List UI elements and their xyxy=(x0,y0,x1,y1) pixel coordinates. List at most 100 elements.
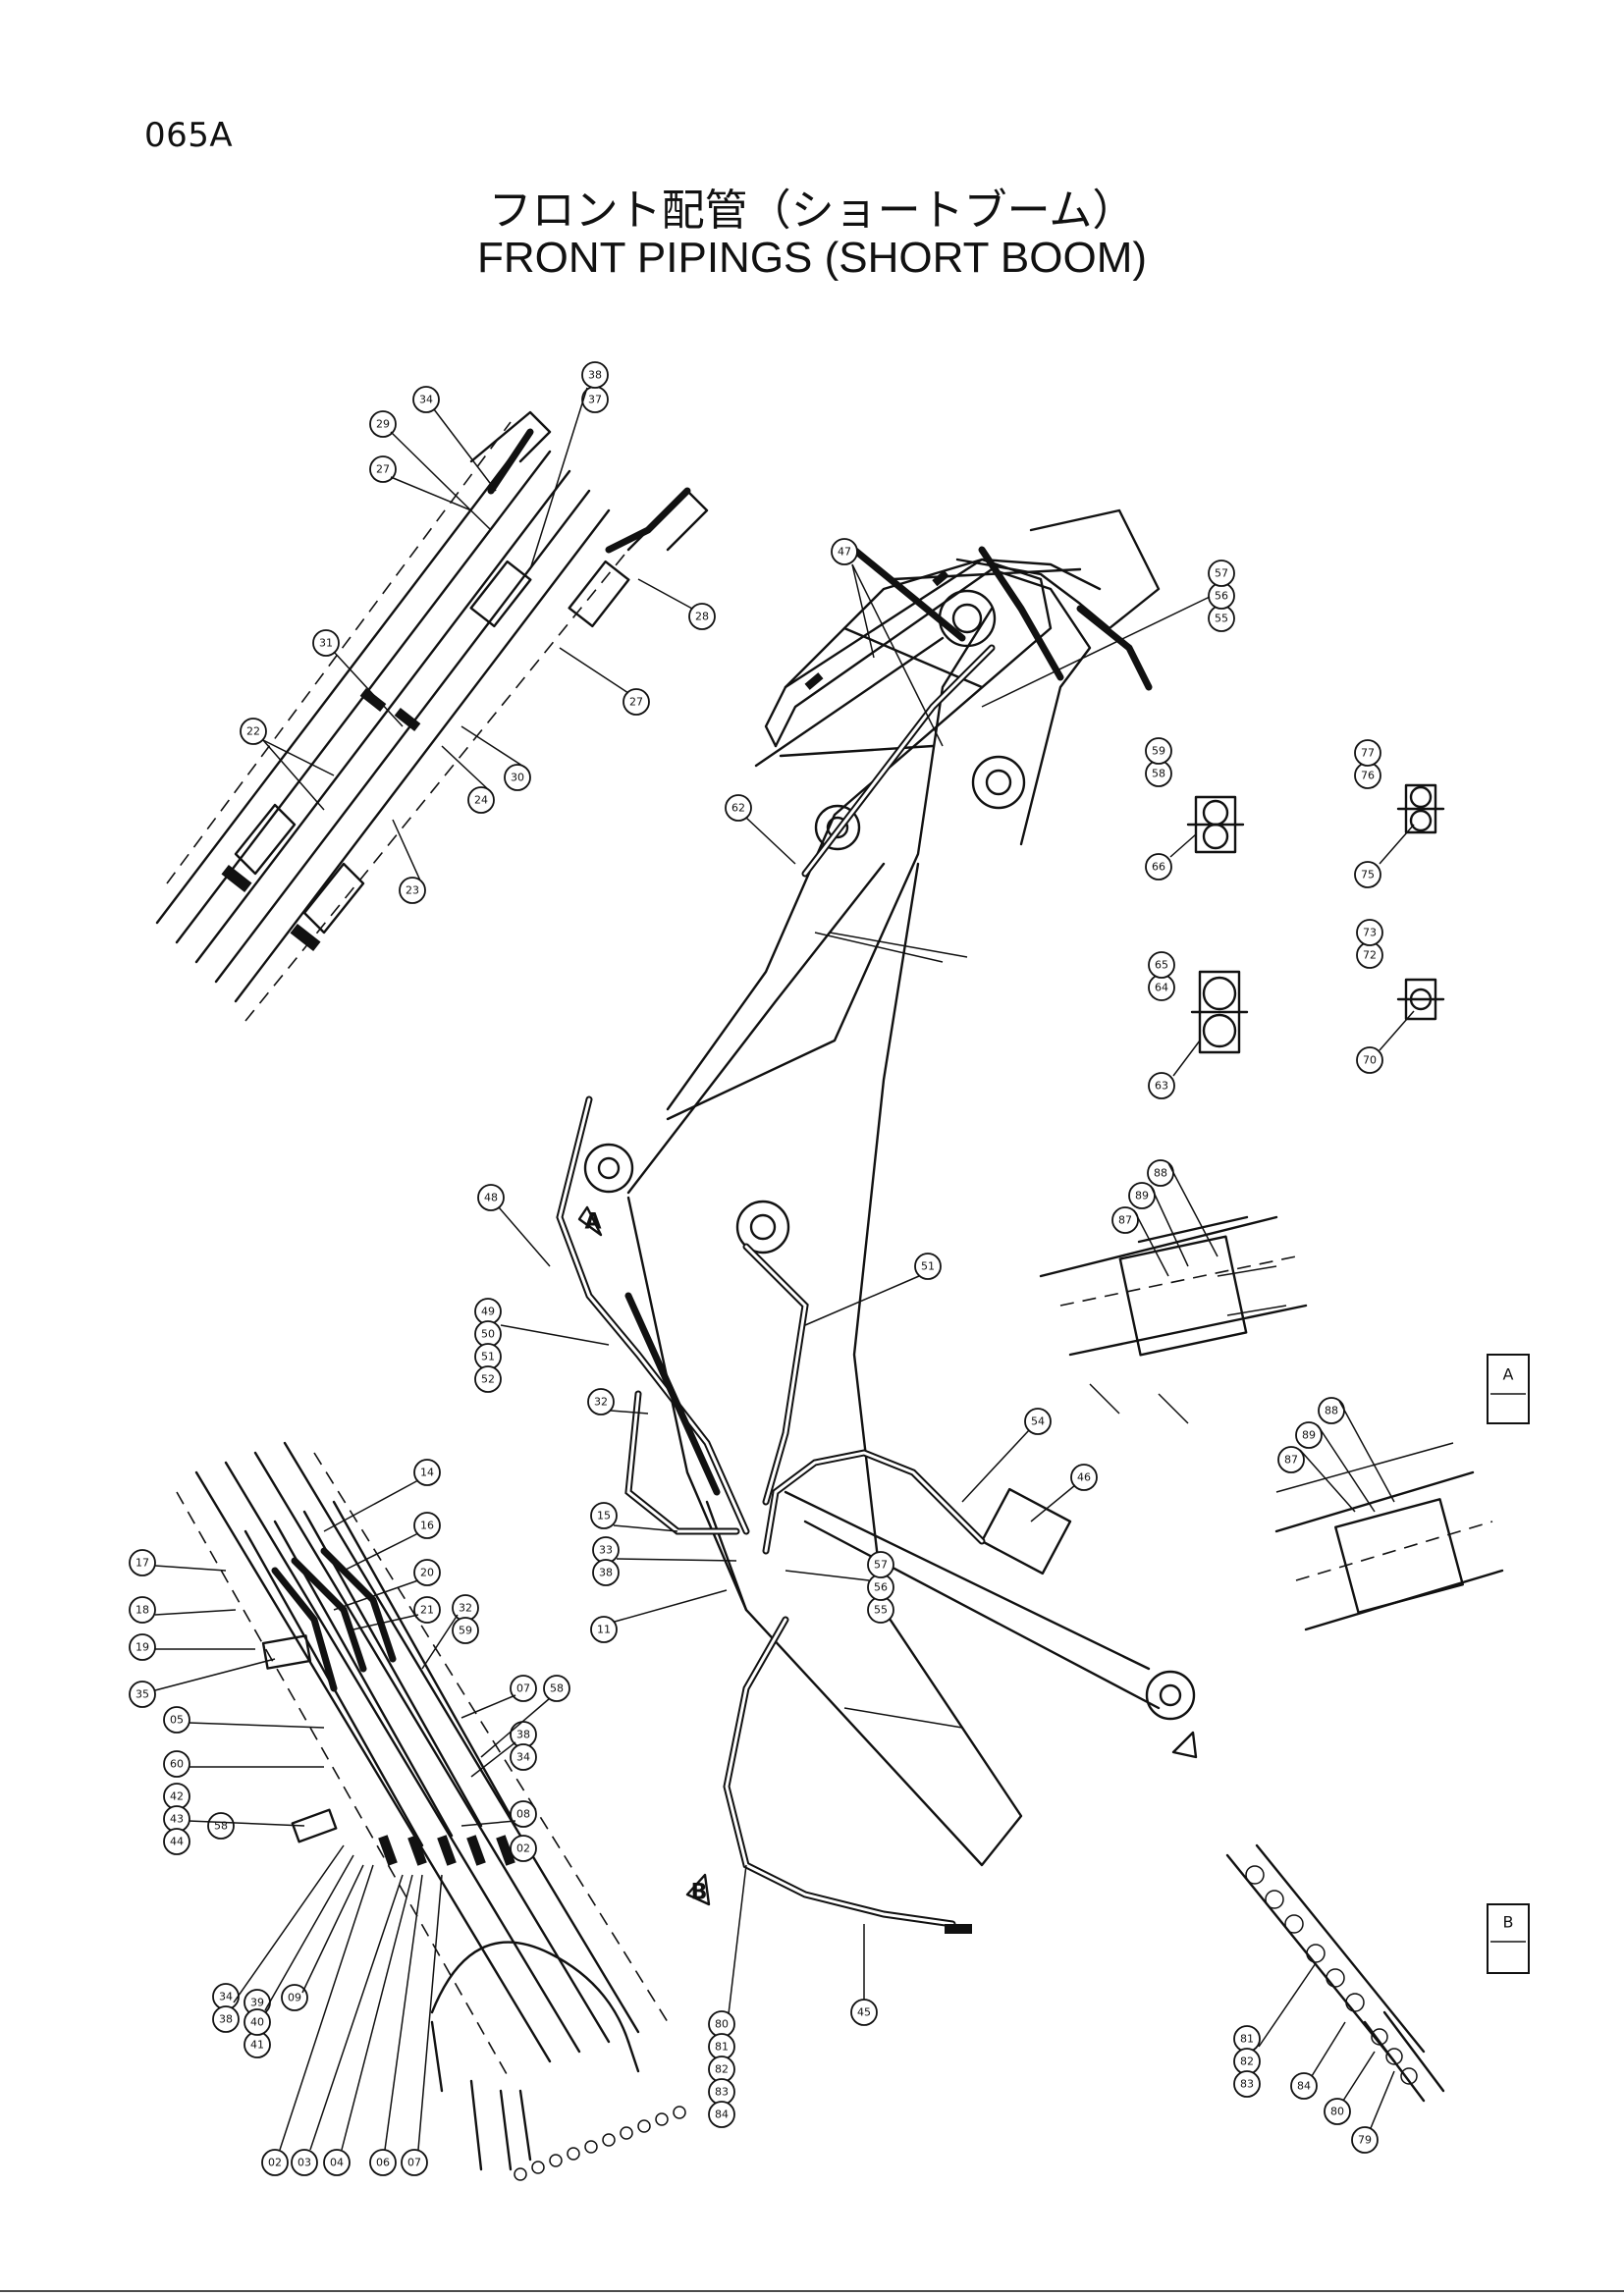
svg-text:32: 32 xyxy=(594,1396,608,1409)
svg-text:58: 58 xyxy=(1152,768,1165,780)
svg-text:17: 17 xyxy=(135,1557,149,1570)
svg-text:66: 66 xyxy=(1152,861,1165,874)
svg-text:70: 70 xyxy=(1363,1054,1377,1067)
part-callout: 52 xyxy=(474,1365,502,1393)
svg-text:02: 02 xyxy=(268,2157,282,2169)
part-callout: 47 xyxy=(831,538,858,565)
svg-text:14: 14 xyxy=(420,1467,434,1479)
svg-text:80: 80 xyxy=(715,2018,729,2031)
part-callout: 43 xyxy=(163,1805,190,1833)
svg-text:29: 29 xyxy=(376,418,390,431)
svg-text:07: 07 xyxy=(516,1682,530,1695)
part-callout: 02 xyxy=(510,1835,537,1862)
part-callout: 27 xyxy=(369,455,397,483)
part-callout: 34 xyxy=(510,1743,537,1771)
svg-text:55: 55 xyxy=(874,1604,888,1617)
clamp-view-4 xyxy=(1396,978,1445,1021)
svg-text:32: 32 xyxy=(459,1602,472,1615)
part-callout: 04 xyxy=(323,2149,351,2176)
svg-text:05: 05 xyxy=(170,1714,184,1727)
title-japanese: フロント配管（ショートブーム） xyxy=(488,186,1136,236)
svg-text:65: 65 xyxy=(1155,959,1168,972)
part-callout: 87 xyxy=(1277,1446,1305,1473)
svg-text:48: 48 xyxy=(484,1192,498,1204)
svg-text:45: 45 xyxy=(857,2006,871,2019)
part-callout: 19 xyxy=(129,1633,156,1661)
part-callout: 83 xyxy=(708,2078,735,2106)
boom-structure xyxy=(583,508,1196,1867)
svg-text:56: 56 xyxy=(874,1581,888,1594)
callout-lower-left: 14 16 17 20 21 18 19 35 32 59 05 07 58 6… xyxy=(129,1459,570,2176)
part-callout: 40 xyxy=(244,2008,271,2036)
svg-text:50: 50 xyxy=(481,1328,495,1341)
svg-text:04: 04 xyxy=(330,2157,344,2169)
part-callout: 38 xyxy=(581,361,609,389)
svg-text:06: 06 xyxy=(376,2157,390,2169)
part-callout: 56 xyxy=(867,1574,894,1601)
clamp-view-2 xyxy=(1396,783,1445,834)
svg-text:49: 49 xyxy=(481,1306,495,1318)
part-callout: 60 xyxy=(163,1750,190,1778)
part-callout: 56 xyxy=(1208,582,1235,610)
svg-text:82: 82 xyxy=(715,2063,729,2076)
part-callout: 06 xyxy=(369,2149,397,2176)
svg-text:51: 51 xyxy=(481,1351,495,1363)
svg-text:16: 16 xyxy=(420,1520,434,1532)
part-callout: 59 xyxy=(1145,737,1172,765)
clamp-view-1 xyxy=(1186,795,1245,854)
svg-text:43: 43 xyxy=(170,1813,184,1826)
lower-left-detail xyxy=(176,1441,686,2181)
part-callout: 02 xyxy=(261,2149,289,2176)
svg-text:34: 34 xyxy=(219,1991,233,2003)
svg-text:88: 88 xyxy=(1154,1167,1167,1180)
svg-text:02: 02 xyxy=(516,1842,530,1855)
part-callout: 51 xyxy=(914,1253,942,1280)
svg-text:63: 63 xyxy=(1155,1080,1168,1093)
section-views xyxy=(1039,1215,1504,1631)
clamp-view-3 xyxy=(1190,970,1249,1054)
part-callout: 21 xyxy=(413,1596,441,1624)
part-callout: 72 xyxy=(1356,941,1383,969)
part-callout: 48 xyxy=(477,1184,505,1211)
part-callout: 79 xyxy=(1351,2126,1379,2154)
svg-text:60: 60 xyxy=(170,1758,184,1771)
svg-text:88: 88 xyxy=(1325,1405,1338,1417)
svg-text:82: 82 xyxy=(1240,2056,1254,2068)
part-callout: 76 xyxy=(1354,762,1381,789)
svg-text:27: 27 xyxy=(376,463,390,476)
part-callout: 58 xyxy=(207,1812,235,1840)
svg-text:52: 52 xyxy=(481,1373,495,1386)
part-callout: 59 xyxy=(452,1617,479,1644)
svg-text:57: 57 xyxy=(1215,567,1228,580)
part-callout: 58 xyxy=(1145,760,1172,787)
callout-rail: 81 82 83 84 80 79 xyxy=(1233,2025,1379,2154)
part-callout: 16 xyxy=(413,1512,441,1539)
part-callout: 80 xyxy=(1324,2098,1351,2125)
part-callout: 07 xyxy=(401,2149,428,2176)
view-arrow-a: A xyxy=(577,1205,603,1237)
part-callout: 45 xyxy=(850,1999,878,2026)
part-callout: 30 xyxy=(504,764,531,791)
svg-text:03: 03 xyxy=(298,2157,311,2169)
part-callout: 87 xyxy=(1111,1206,1139,1234)
svg-text:28: 28 xyxy=(695,611,709,623)
part-callout: 38 xyxy=(592,1559,620,1586)
svg-text:34: 34 xyxy=(516,1751,530,1764)
view-arrow-bottom-right xyxy=(1171,1731,1198,1759)
part-callout: 31 xyxy=(312,629,340,657)
svg-text:80: 80 xyxy=(1330,2106,1344,2118)
svg-text:35: 35 xyxy=(135,1688,149,1701)
part-callout: 24 xyxy=(467,786,495,814)
callout-upper-left: 34 37 38 29 27 31 22 23 24 30 27 28 xyxy=(240,361,716,904)
clamp-views xyxy=(1186,783,1445,1054)
part-callout: 64 xyxy=(1148,974,1175,1001)
upper-left-detail xyxy=(155,410,709,1022)
svg-text:19: 19 xyxy=(135,1641,149,1654)
svg-text:20: 20 xyxy=(420,1567,434,1579)
svg-text:A: A xyxy=(584,1210,601,1235)
svg-text:51: 51 xyxy=(921,1260,935,1273)
svg-text:23: 23 xyxy=(406,884,419,897)
svg-text:21: 21 xyxy=(420,1604,434,1617)
svg-text:24: 24 xyxy=(474,794,488,807)
svg-text:38: 38 xyxy=(588,369,602,382)
